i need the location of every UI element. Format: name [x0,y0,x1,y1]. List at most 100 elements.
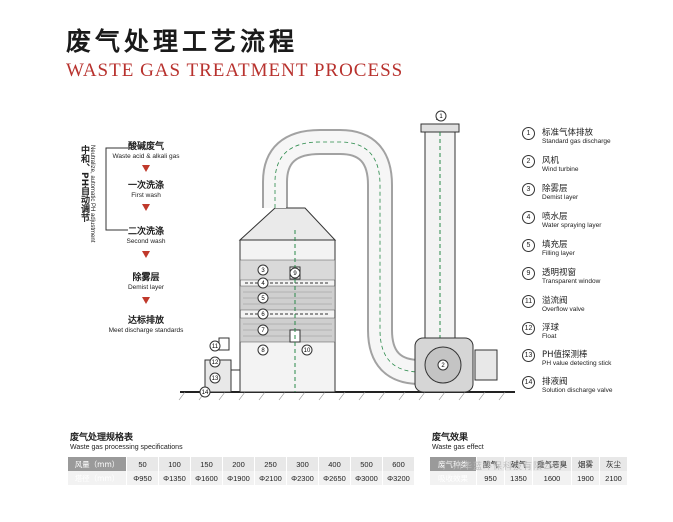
effect-title-cn: 废气效果 [432,433,469,443]
svg-text:12: 12 [212,360,219,366]
table-cell: 200 [222,457,255,471]
legend-number: 11 [522,295,535,308]
flow-step-en: Second wash [126,238,166,245]
table-cell: 2100 [599,471,628,485]
table-cell: Φ3000 [350,471,383,485]
flow-arrow-icon [142,165,150,172]
table-row: 吸收效果 950 1350 1600 1900 2100 [430,471,628,485]
legend-number: 12 [522,322,535,335]
svg-text:1: 1 [439,114,443,120]
legend-number: 9 [522,267,535,280]
legend-cn: 填充层 [542,240,568,250]
side-bracket [105,147,128,231]
side-label: 中和、PH自动调节 Neutralize, automatic PH adjus… [78,145,98,255]
flow-step-en: Demist layer [127,284,165,291]
table-cell: 1350 [504,471,533,485]
flow-step-cn: 达标排放 [127,316,164,326]
legend-number: 4 [522,211,535,224]
diagram-number-markers: 1 2 3 4 5 6 7 8 9 10 11 12 13 14 [199,110,449,398]
table-cell: Φ2100 [254,471,287,485]
table-row: 废气种类 酸气 碱气 重气恶臭 烟雾 灰尘 [430,457,628,471]
table-cell: 烟雾 [571,457,600,471]
svg-text:2: 2 [441,363,445,369]
table-cell: Φ1350 [158,471,191,485]
ph-detector [218,337,230,351]
flow-step: 一次洗涤 First wash [96,178,196,199]
legend-number: 3 [522,183,535,196]
duct-flow [274,141,430,373]
table-header-cell: 吸收效果 [430,471,477,485]
table-cell: Φ2650 [318,471,351,485]
flow-step-cn: 一次洗涤 [127,181,164,191]
tower-top [238,207,337,241]
legend-number: 13 [522,349,535,362]
legend-en: Transparent window [542,278,601,285]
flow-step-cn: 除雾层 [132,273,160,283]
flow-arrow-icon [142,204,150,211]
flow-arrow-icon [142,251,150,258]
table-cell: 1900 [571,471,600,485]
stack-cap [420,123,460,133]
legend-cn: 除雾层 [542,184,568,194]
table-cell: 重气恶臭 [532,457,572,471]
table-cell: 300 [286,457,319,471]
svg-text:6: 6 [261,312,265,318]
demist-layer [239,259,336,281]
svg-text:5: 5 [261,296,265,302]
legend-cn: 喷水层 [542,212,568,222]
svg-text:4: 4 [261,281,265,287]
table-header-cell: 风量（mm） [68,457,127,471]
table-header-cell: 废气种类 [430,457,477,471]
legend-number: 2 [522,155,535,168]
legend-en: Overflow valve [542,306,585,313]
flow-step-en: First wash [131,192,161,199]
svg-text:10: 10 [304,348,311,354]
table-cell: 150 [190,457,223,471]
table-cell: Φ2300 [286,471,319,485]
table-row: 塔径（mm） Φ950 Φ1350 Φ1600 Φ1900 Φ2100 Φ230… [68,471,415,485]
table-cell: Φ950 [126,471,159,485]
flow-arrow-icon [142,297,150,304]
spec-title-en: Waste gas processing specifications [70,444,183,451]
table-cell: 600 [382,457,415,471]
table-row: 风量（mm） 50 100 150 200 250 300 400 500 60… [68,457,415,471]
svg-text:9: 9 [293,271,297,277]
svg-text:11: 11 [212,344,219,350]
legend-cn: 透明视窗 [542,268,577,278]
flow-step-en: Meet discharge standards [108,327,184,334]
table-cell: Φ1900 [222,471,255,485]
tower-diagram: 1 2 3 4 5 6 7 8 9 10 11 12 13 14 [178,110,515,401]
spec-heading: 废气处理规格表 Waste gas processing specificati… [70,430,183,451]
svg-text:8: 8 [261,348,265,354]
fan-motor [474,349,498,381]
legend-number: 1 [522,127,535,140]
table-cell: 500 [350,457,383,471]
svg-text:13: 13 [212,376,219,382]
side-label-cn: 中和、PH自动调节 [79,145,89,223]
table-cell: 酸气 [476,457,505,471]
legend-cn: PH值探测棒 [542,350,588,360]
packing-dots [243,291,332,337]
effect-title-en: Waste gas effect [432,444,484,451]
legend-cn: 溢流阀 [542,296,568,306]
side-label-en: Neutralize, automatic PH adjustment [89,145,95,243]
table-cell: 碱气 [504,457,533,471]
flow-step: 二次洗涤 Second wash [96,224,196,245]
table-cell: 100 [158,457,191,471]
svg-text:7: 7 [261,328,265,334]
table-cell: 250 [254,457,287,471]
flow-step: 达标排放 Meet discharge standards [96,313,196,334]
table-cell: 950 [476,471,505,485]
table-cell: Φ3200 [382,471,415,485]
flow-step-en: Waste acid & alkali gas [112,153,180,160]
spec-table: 风量（mm） 50 100 150 200 250 300 400 500 60… [68,457,415,485]
legend-cn: 浮球 [542,323,560,333]
spec-title-cn: 废气处理规格表 [70,433,134,443]
page-subtitle: WASTE GAS TREATMENT PROCESS [66,60,404,81]
table-cell: Φ1600 [190,471,223,485]
ground-hatch [178,391,506,401]
legend-en: Float [542,333,557,340]
legend-en: Water spraying layer [542,222,602,229]
table-cell: 400 [318,457,351,471]
legend-number: 5 [522,239,535,252]
